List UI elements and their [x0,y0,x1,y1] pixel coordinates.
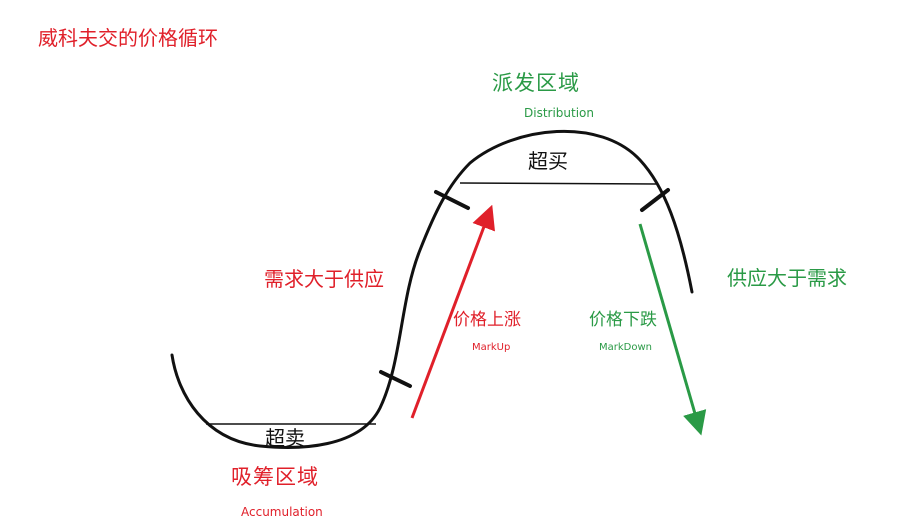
distribution-label-cn: 派发区域 [492,71,580,95]
accumulation-label-cn: 吸筹区域 [231,465,319,489]
markup-start-tick [379,370,412,388]
overbought-line [459,182,657,185]
demand-exceeds-supply-label: 需求大于供应 [264,267,384,291]
price-cycle-curve [170,129,694,449]
markdown-label-en: MarkDown [599,342,652,353]
overbought-label: 超买 [528,149,568,173]
markdown-arrow [638,223,707,436]
oversold-label: 超卖 [265,426,305,450]
supply-exceeds-demand-label: 供应大于需求 [727,266,847,290]
accumulation-label-en: Accumulation [241,505,323,519]
markup-label-en: MarkUp [472,342,511,353]
distribution-label-en: Distribution [524,106,595,120]
diagram-title: 威科夫交的价格循环 [38,26,218,50]
markup-label-cn: 价格上涨 [453,310,521,330]
markup-end-tick [434,190,470,210]
markdown-start-tick [640,188,670,212]
markdown-label-cn: 价格下跌 [589,310,657,330]
markup-arrow [410,204,496,419]
